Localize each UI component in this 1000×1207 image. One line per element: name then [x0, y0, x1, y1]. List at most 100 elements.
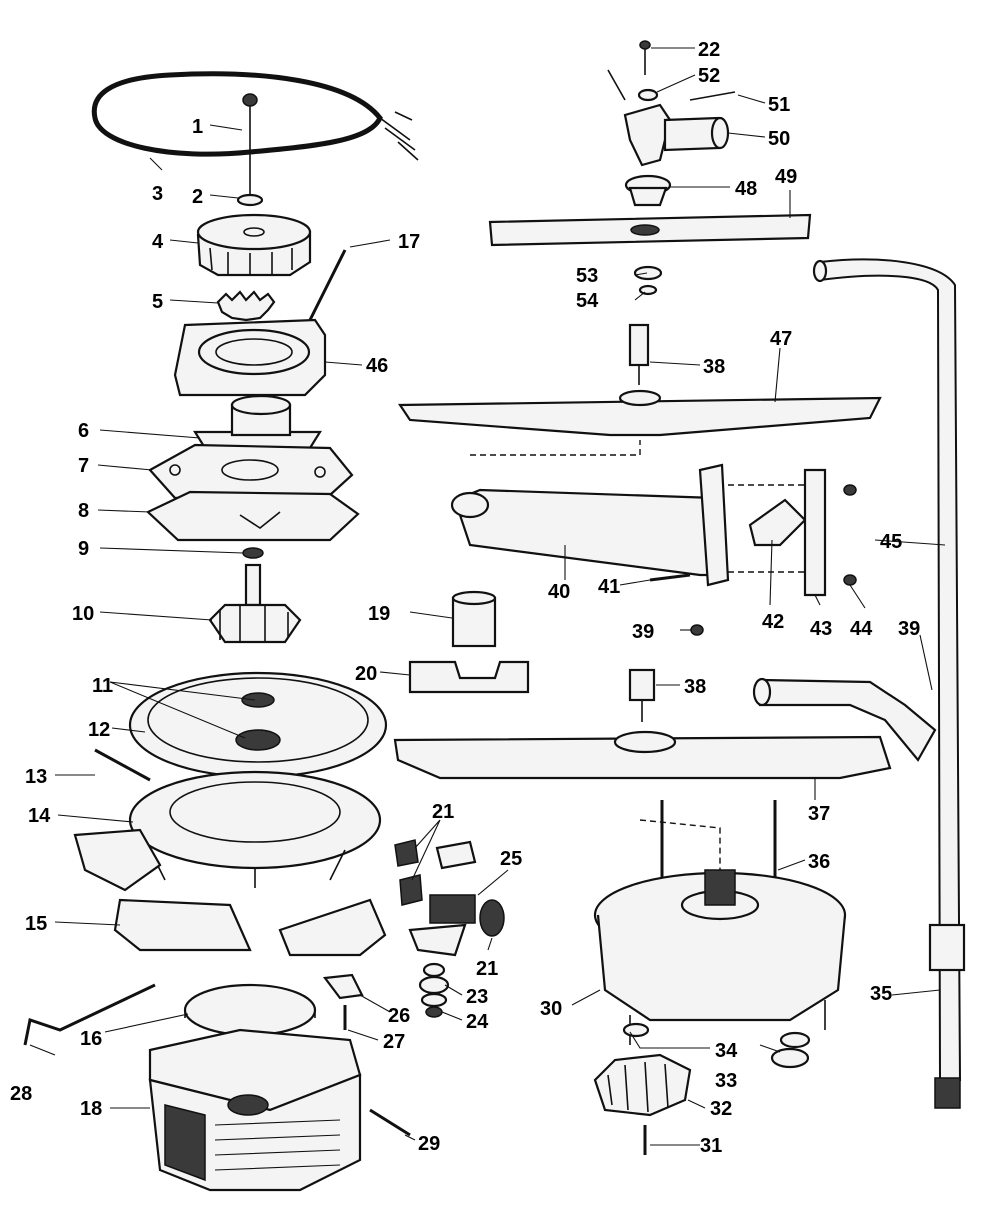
part-54	[638, 284, 658, 296]
callout-5: 5	[152, 291, 163, 313]
callout-50: 50	[768, 128, 790, 150]
callout-32: 32	[710, 1098, 732, 1120]
pulley-part-11-12	[128, 671, 388, 779]
callout-38a: 38	[703, 356, 725, 378]
housing-part-6	[193, 394, 322, 450]
pump-body-part-30	[593, 869, 847, 1045]
middle-spray-arm-part-47	[397, 389, 882, 437]
callout-12: 12	[88, 719, 110, 741]
callout-23: 23	[466, 986, 488, 1008]
callout-8: 8	[78, 500, 89, 522]
callout-30: 30	[540, 998, 562, 1020]
feed-tube-parts-50-52	[607, 40, 736, 167]
switch-parts-21-25	[394, 839, 505, 957]
screw-part-17	[308, 249, 347, 321]
callout-45: 45	[880, 531, 902, 553]
wire-part-28	[23, 983, 156, 1046]
callout-42: 42	[762, 611, 784, 633]
callout-25: 25	[500, 848, 522, 870]
nut-part-48	[624, 174, 672, 207]
impeller-part-10	[208, 563, 302, 644]
callout-6: 6	[78, 420, 89, 442]
callout-3: 3	[152, 183, 163, 205]
callout-54: 54	[576, 290, 599, 312]
hub-part-38-lower	[628, 668, 656, 722]
screw-part-1	[242, 93, 258, 195]
cover-part-4	[196, 213, 312, 277]
callout-39b: 39	[898, 618, 920, 640]
fill-tube-parts-35-45	[752, 258, 966, 1109]
washer-part-34a	[779, 1031, 811, 1049]
callout-38b: 38	[684, 676, 706, 698]
callout-16: 16	[80, 1028, 102, 1050]
callout-7: 7	[78, 455, 89, 477]
callout-17: 17	[398, 231, 420, 253]
callout-26: 26	[388, 1005, 410, 1027]
upper-spray-arm-part-49	[488, 213, 812, 247]
callout-29: 29	[418, 1133, 440, 1155]
motor-plate-part-16	[183, 983, 317, 1037]
callout-labels: 1 2 3 4 5 17 46 6 7 8 9 10 19 20 11 12 1…	[10, 39, 920, 1157]
callout-44: 44	[850, 618, 873, 640]
heater-element	[91, 71, 419, 161]
callout-46: 46	[366, 355, 388, 377]
callout-43: 43	[810, 618, 832, 640]
washer-part-33	[622, 1022, 650, 1038]
manifold-part-40	[450, 440, 730, 587]
strip-part-20	[408, 660, 530, 694]
valve-parts-23-24	[418, 962, 450, 1018]
screw-part-39	[690, 624, 704, 636]
callout-1: 1	[192, 116, 203, 138]
callout-31: 31	[700, 1135, 722, 1157]
callout-20: 20	[355, 663, 377, 685]
leader-lines	[29, 47, 946, 1146]
callout-4: 4	[152, 231, 164, 253]
part-53	[633, 265, 663, 281]
clip-part-26	[322, 973, 364, 1000]
callout-48: 48	[735, 178, 757, 200]
callout-9: 9	[78, 538, 89, 560]
callout-37: 37	[808, 803, 830, 825]
impeller-part-32	[593, 1053, 692, 1117]
callout-36: 36	[808, 851, 830, 873]
callout-21b: 21	[476, 958, 498, 980]
gear-part-5	[216, 290, 276, 322]
motor-part-18	[148, 1028, 362, 1192]
callout-49: 49	[775, 166, 797, 188]
screw-part-13	[94, 748, 151, 782]
callout-51: 51	[768, 94, 790, 116]
callout-40: 40	[548, 581, 570, 603]
screw-part-41	[649, 573, 691, 582]
shield-part-15	[73, 828, 387, 957]
callout-2: 2	[192, 186, 203, 208]
gasket-part-8	[146, 490, 360, 542]
screw-part-29	[369, 1108, 411, 1137]
callout-27: 27	[383, 1031, 405, 1053]
plate-part-7	[148, 443, 354, 500]
callout-13: 13	[25, 766, 47, 788]
lower-spray-arm-part-37	[393, 730, 892, 780]
callout-34: 34	[715, 1040, 738, 1062]
callout-15: 15	[25, 913, 47, 935]
callout-41: 41	[598, 576, 620, 598]
callout-14: 14	[28, 805, 51, 827]
callout-53: 53	[576, 265, 598, 287]
callout-22: 22	[698, 39, 720, 61]
callout-10: 10	[72, 603, 94, 625]
callout-52: 52	[698, 65, 720, 87]
callout-18: 18	[80, 1098, 102, 1120]
callout-35: 35	[870, 983, 892, 1005]
hub-part-38-upper	[628, 323, 650, 385]
callout-39a: 39	[632, 621, 654, 643]
callout-19: 19	[368, 603, 390, 625]
nut-part-9	[242, 547, 264, 559]
base-part-14	[128, 770, 382, 888]
washer-part-2	[236, 193, 264, 207]
callout-21a: 21	[432, 801, 454, 823]
callout-28: 28	[10, 1083, 32, 1105]
callout-33: 33	[715, 1070, 737, 1092]
filter-cylinder-part-19	[451, 590, 497, 648]
bracket-parts-42-44	[728, 468, 857, 597]
callout-47: 47	[770, 328, 792, 350]
